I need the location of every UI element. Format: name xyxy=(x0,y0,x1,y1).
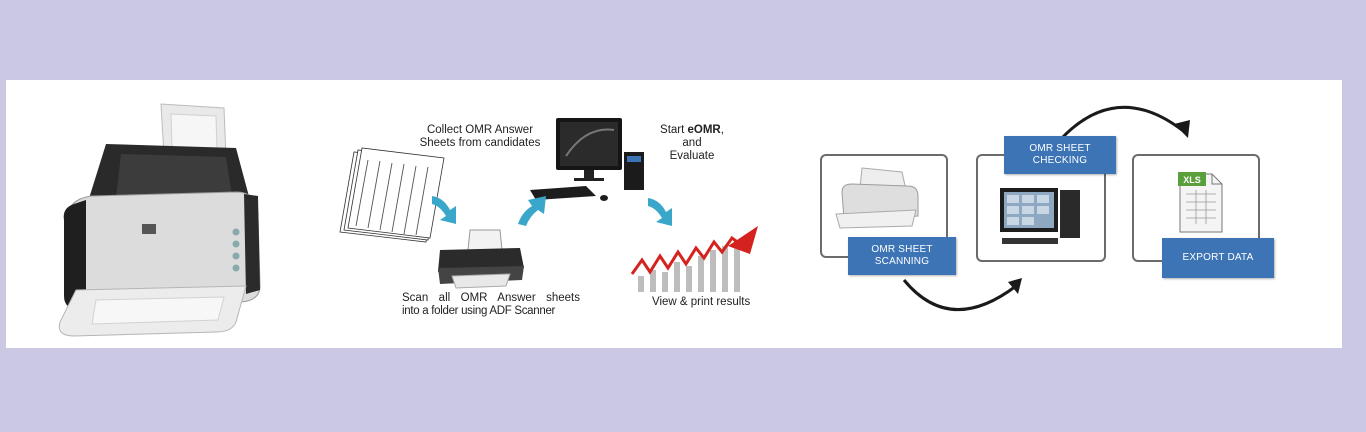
start-prefix: Start xyxy=(660,124,688,136)
arrow-down-icon xyxy=(432,196,456,224)
adf-scanner-illustration xyxy=(58,103,261,337)
collect-caption: Collect OMR Answer Sheets from candidate… xyxy=(412,124,548,150)
collect-caption-line1: Collect OMR Answer xyxy=(426,124,534,136)
arrow-up-icon xyxy=(518,196,546,226)
view-print-caption: View & print results xyxy=(652,296,751,308)
export-tag: EXPORT DATA xyxy=(1162,238,1274,278)
checking-tag: OMR SHEET CHECKING xyxy=(1004,136,1116,174)
desktop-computer-illustration xyxy=(530,118,644,201)
checking-tag-line2: CHECKING xyxy=(1032,155,1088,166)
start-caption-line2: Evaluate xyxy=(669,150,715,162)
scanner-small-illustration xyxy=(835,167,919,229)
scan-caption-line1: Scan all OMR Answer sheets xyxy=(402,292,580,304)
start-caption: Start eOMR, and Evaluate xyxy=(652,124,732,163)
scanning-tag-line2: SCANNING xyxy=(874,256,930,267)
xls-file-icon: XLS xyxy=(1178,172,1223,233)
cycle-arrow-top-icon xyxy=(1058,105,1190,142)
scanning-tag: OMR SHEET SCANNING xyxy=(848,237,956,275)
scanning-tag-line1: OMR SHEET xyxy=(871,244,933,255)
content-panel: Collect OMR Answer Sheets from candidate… xyxy=(6,80,1342,348)
printer-illustration xyxy=(438,229,524,289)
start-caption-line1: Start eOMR, and xyxy=(652,124,732,150)
pc-small-illustration xyxy=(1000,188,1080,244)
start-bold: eOMR xyxy=(687,124,721,136)
export-tag-label: EXPORT DATA xyxy=(1182,252,1254,263)
scan-caption-line2: into a folder using ADF Scanner xyxy=(402,305,556,317)
results-chart-illustration xyxy=(630,226,758,292)
checking-tag-line1: OMR SHEET xyxy=(1029,143,1091,154)
omr-sheets-stack-illustration xyxy=(339,147,445,243)
scan-caption: Scan all OMR Answer sheets into a folder… xyxy=(402,292,580,318)
cycle-arrow-bottom-icon xyxy=(902,278,1022,311)
collect-caption-line2: Sheets from candidates xyxy=(419,137,541,149)
start-suffix: , and xyxy=(682,124,724,149)
arrow-down-right-icon xyxy=(648,198,672,226)
xls-badge: XLS xyxy=(1183,175,1201,185)
